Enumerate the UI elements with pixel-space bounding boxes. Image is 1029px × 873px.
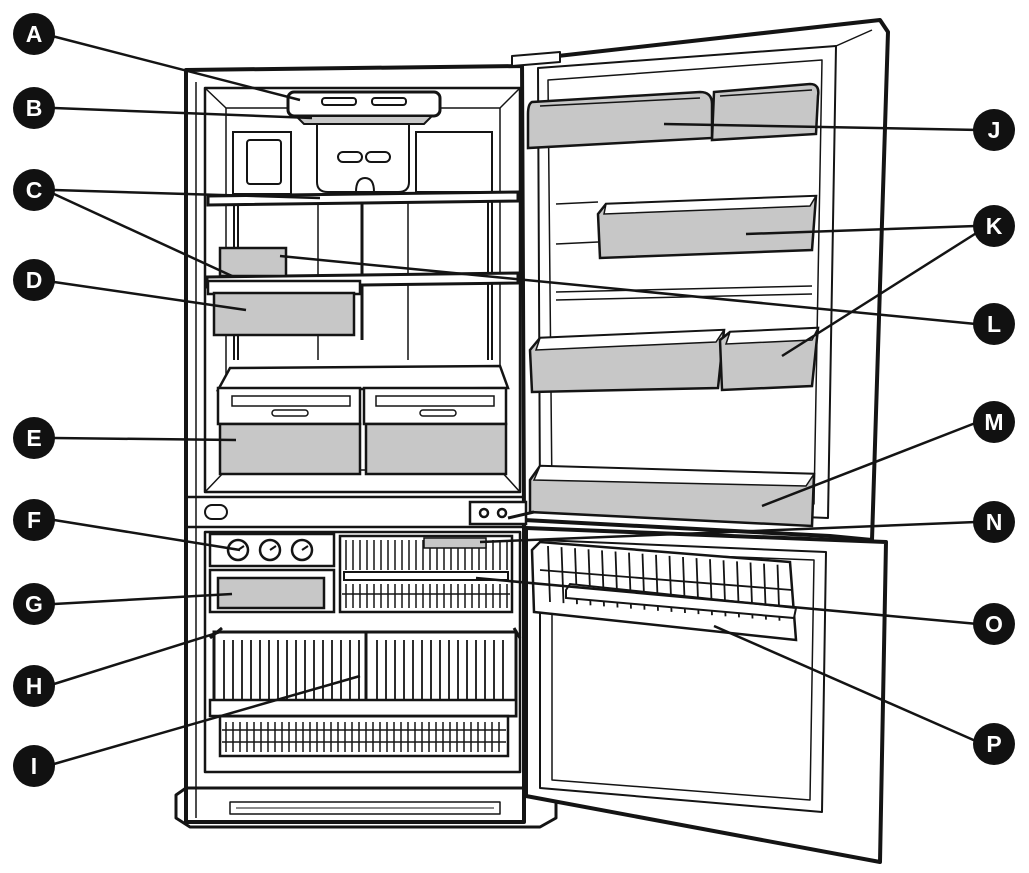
label-D: D <box>13 259 55 301</box>
svg-text:F: F <box>27 507 41 533</box>
svg-text:E: E <box>26 425 41 451</box>
label-O: O <box>973 603 1015 645</box>
svg-text:J: J <box>988 117 1001 143</box>
label-J: J <box>973 109 1015 151</box>
label-P: P <box>973 723 1015 765</box>
leader-I <box>54 676 360 764</box>
label-A: A <box>13 13 55 55</box>
freezer-controls <box>210 534 334 566</box>
leader-E <box>54 438 236 440</box>
svg-text:L: L <box>987 311 1001 337</box>
label-K: K <box>973 205 1015 247</box>
svg-text:A: A <box>26 21 43 47</box>
label-B: B <box>13 87 55 129</box>
label-F: F <box>13 499 55 541</box>
door-hinge <box>470 502 534 524</box>
svg-text:P: P <box>986 731 1001 757</box>
svg-text:O: O <box>985 611 1003 637</box>
svg-text:B: B <box>26 95 43 121</box>
label-N: N <box>973 501 1015 543</box>
label-I: I <box>13 745 55 787</box>
freezer-basket <box>210 628 520 756</box>
svg-text:C: C <box>26 177 43 203</box>
label-M: M <box>973 401 1015 443</box>
ice-bin <box>210 570 334 612</box>
snack-pan <box>220 248 286 276</box>
svg-text:M: M <box>984 409 1003 435</box>
label-H: H <box>13 665 55 707</box>
svg-text:I: I <box>31 753 37 779</box>
svg-text:G: G <box>25 591 43 617</box>
svg-text:N: N <box>986 509 1003 535</box>
label-L: L <box>973 303 1015 345</box>
leader-B <box>54 108 312 118</box>
crisper-drawers <box>218 366 508 474</box>
svg-text:D: D <box>26 267 43 293</box>
label-G: G <box>13 583 55 625</box>
label-C: C <box>13 169 55 211</box>
svg-text:K: K <box>986 213 1003 239</box>
freezer-shelf-basket <box>340 536 512 612</box>
leader-H <box>54 632 220 684</box>
svg-text:H: H <box>26 673 43 699</box>
control-housing <box>233 124 492 194</box>
label-E: E <box>13 417 55 459</box>
